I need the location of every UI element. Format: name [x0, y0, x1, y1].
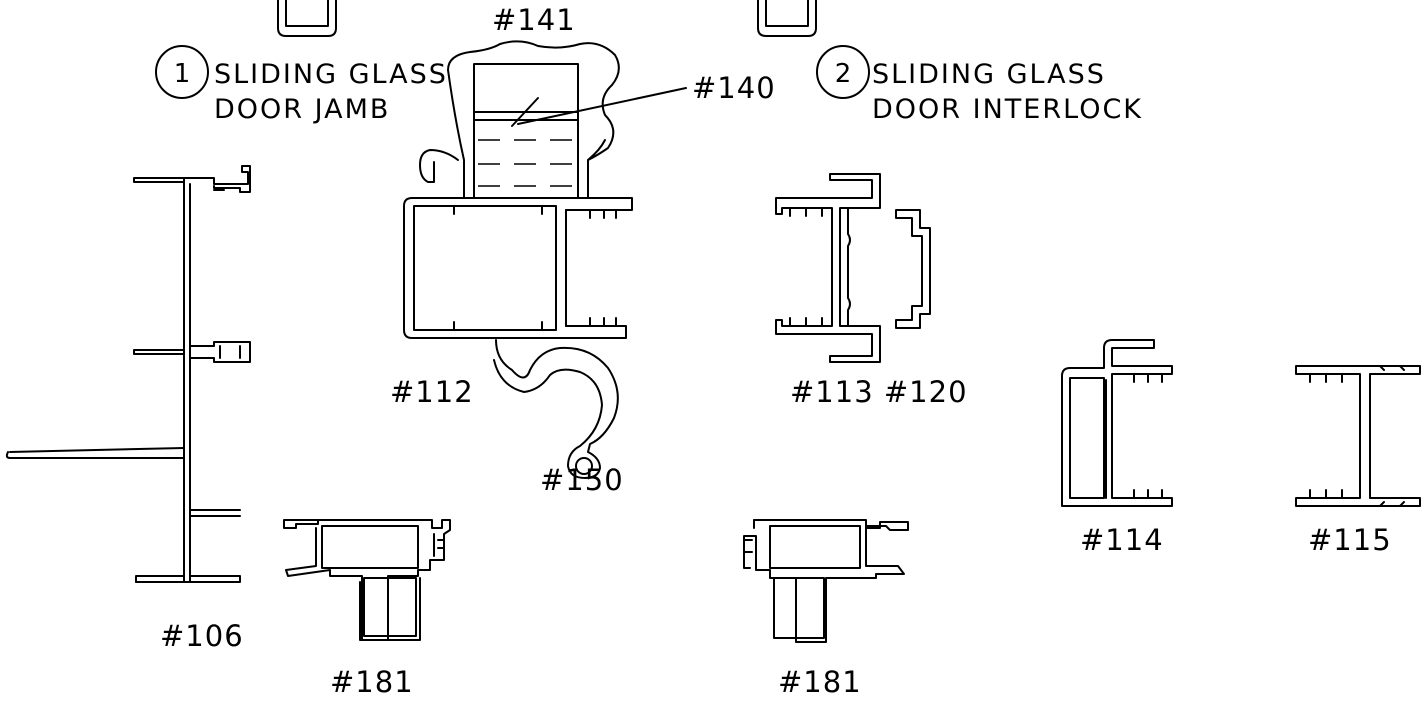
callout-1-number: 1	[174, 59, 191, 89]
callout-2-number: 2	[835, 59, 852, 89]
label-181-left: #181	[330, 665, 414, 699]
label-140: #140	[692, 71, 776, 105]
label-114: #114	[1080, 523, 1164, 557]
callout-2: 2 SLIDING GLASS DOOR INTERLOCK	[816, 45, 1143, 125]
label-150: #150	[540, 463, 624, 497]
profile-181-left	[283, 519, 451, 641]
label-181-right: #181	[778, 665, 862, 699]
profile-141	[419, 40, 620, 199]
profile-112	[403, 197, 633, 339]
callout-2-line2: DOOR INTERLOCK	[872, 94, 1143, 125]
label-106: #106	[160, 619, 244, 653]
profile-150	[493, 339, 619, 479]
callout-1-line2: DOOR JAMB	[214, 94, 390, 125]
label-115: #115	[1308, 523, 1392, 557]
profile-106	[5, 165, 251, 583]
callout-2-line1: SLIDING GLASS	[872, 59, 1106, 90]
top-right-partial-profile	[757, 0, 817, 37]
glass-panel-140	[473, 63, 579, 199]
leader-140	[517, 87, 687, 125]
label-141: #141	[492, 3, 576, 37]
label-113-120: #113 #120	[790, 375, 968, 409]
label-112: #112	[390, 375, 474, 409]
callout-1-line1: SLIDING GLASS	[214, 59, 448, 90]
top-left-partial-profile	[277, 0, 337, 37]
profile-113-120	[775, 173, 931, 363]
profile-115	[1295, 365, 1421, 507]
profile-114	[1061, 339, 1173, 507]
profile-181-right	[743, 519, 909, 643]
callout-1: 1 SLIDING GLASS DOOR JAMB	[155, 45, 448, 125]
